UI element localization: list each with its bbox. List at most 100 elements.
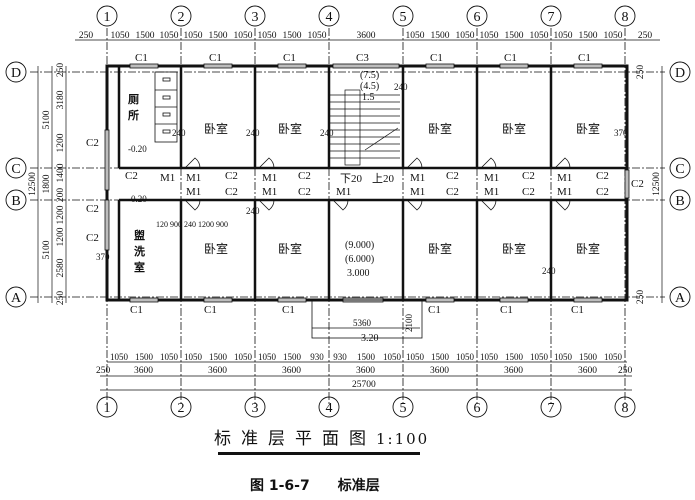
left-dimension-lines	[37, 66, 67, 303]
door-label: M1	[186, 172, 202, 184]
svg-text:1050: 1050	[554, 352, 573, 362]
drawing-scale: 1:100	[376, 430, 430, 448]
door-label: M1	[557, 186, 573, 198]
window-label: C1	[209, 52, 222, 64]
svg-text:930: 930	[310, 352, 324, 362]
room-bedroom: 卧室	[204, 122, 229, 136]
level-mark: -0.20	[128, 144, 147, 154]
svg-text:8: 8	[622, 10, 629, 25]
top-windows	[129, 63, 603, 69]
svg-text:5100: 5100	[42, 240, 52, 259]
window-label: C1	[282, 304, 295, 316]
bottom-total-dim: 25700	[352, 380, 376, 390]
door-label: M1	[160, 172, 176, 184]
svg-text:3600: 3600	[357, 31, 376, 41]
window-label: C2	[225, 186, 238, 198]
bottom-edge-dim: 250	[618, 366, 633, 376]
hall-level: 3.000	[347, 268, 370, 279]
svg-text:1500: 1500	[209, 352, 228, 362]
svg-text:6: 6	[474, 401, 481, 416]
svg-text:1400: 1400	[56, 163, 66, 182]
svg-text:1050: 1050	[604, 31, 623, 41]
svg-text:1050: 1050	[554, 31, 573, 41]
svg-text:1050: 1050	[456, 31, 475, 41]
svg-text:D: D	[675, 66, 685, 81]
window-label: C2	[522, 186, 535, 198]
svg-text:1500: 1500	[579, 31, 598, 41]
svg-text:7: 7	[548, 10, 555, 25]
room-bedroom: 卧室	[428, 122, 453, 136]
svg-text:12500: 12500	[28, 172, 38, 196]
room-washroom: 盥洗室	[134, 229, 145, 274]
title-underline	[218, 452, 420, 455]
entrance-level: 3.20	[361, 333, 379, 344]
svg-text:6: 6	[474, 10, 481, 25]
svg-text:1050: 1050	[184, 352, 203, 362]
wall-thickness: 240	[320, 128, 334, 138]
room-bedroom: 卧室	[278, 242, 303, 256]
column-axis-markers-top	[96, 5, 636, 27]
door-label: M1	[410, 186, 426, 198]
svg-text:930: 930	[333, 352, 347, 362]
svg-text:1500: 1500	[135, 352, 154, 362]
svg-text:1050: 1050	[480, 31, 499, 41]
svg-text:1050: 1050	[406, 31, 425, 41]
svg-text:1050: 1050	[111, 31, 130, 41]
bottom-bay-dim: 3600	[282, 366, 301, 376]
window-label: C2	[522, 170, 535, 182]
stair-level: (7.5)	[360, 70, 380, 81]
caption-text: 标准层	[337, 478, 380, 494]
door-label: M1	[262, 186, 278, 198]
entrance-width: 5360	[353, 318, 371, 328]
svg-text:2580: 2580	[56, 258, 66, 277]
stair-up: 上20	[372, 173, 394, 185]
svg-text:1050: 1050	[160, 31, 179, 41]
svg-text:1050: 1050	[383, 352, 402, 362]
room-bedroom: 卧室	[502, 242, 527, 256]
svg-text:1: 1	[104, 10, 111, 25]
svg-text:1050: 1050	[110, 352, 129, 362]
bottom-bay-dim: 3600	[208, 366, 227, 376]
door-label: M1	[410, 172, 426, 184]
window-label: C2	[631, 178, 644, 190]
svg-text:250: 250	[636, 290, 646, 305]
svg-text:1050: 1050	[530, 352, 549, 362]
svg-text:2: 2	[178, 401, 185, 416]
room-toilet: 厕所	[128, 93, 139, 122]
window-label: C2	[86, 203, 99, 215]
svg-text:4: 4	[326, 401, 333, 416]
window-label: C1	[130, 304, 143, 316]
svg-text:1050: 1050	[234, 31, 253, 41]
svg-text:1050: 1050	[530, 31, 549, 41]
svg-text:250: 250	[56, 63, 66, 78]
svg-text:1050: 1050	[480, 352, 499, 362]
drawing-title: 标准层平面图1:100	[214, 424, 429, 449]
svg-text:1500: 1500	[505, 31, 524, 41]
door-label: C2	[125, 170, 138, 182]
window-label: C1	[135, 52, 148, 64]
window-label: C1	[430, 52, 443, 64]
window-label: C2	[596, 170, 609, 182]
svg-text:250: 250	[79, 31, 94, 41]
side-windows	[104, 129, 630, 251]
svg-text:1500: 1500	[431, 352, 450, 362]
window-label: C3	[356, 52, 369, 64]
svg-text:7: 7	[548, 401, 555, 416]
svg-text:A: A	[11, 291, 22, 306]
room-bedroom: 卧室	[204, 242, 229, 256]
left-dimension-text: 12500 5100 1800 5100 250 3180 1200 1400 …	[28, 63, 66, 306]
svg-text:250: 250	[638, 31, 653, 41]
svg-text:B: B	[675, 194, 684, 209]
window-label: C2	[86, 137, 99, 149]
svg-text:2: 2	[178, 10, 185, 25]
level-mark: -0.20	[128, 194, 147, 204]
partition-walls-north	[117, 66, 553, 168]
svg-text:1050: 1050	[604, 352, 623, 362]
window-label: C2	[298, 186, 311, 198]
svg-text:1050: 1050	[184, 31, 203, 41]
window-label: C2	[446, 186, 459, 198]
